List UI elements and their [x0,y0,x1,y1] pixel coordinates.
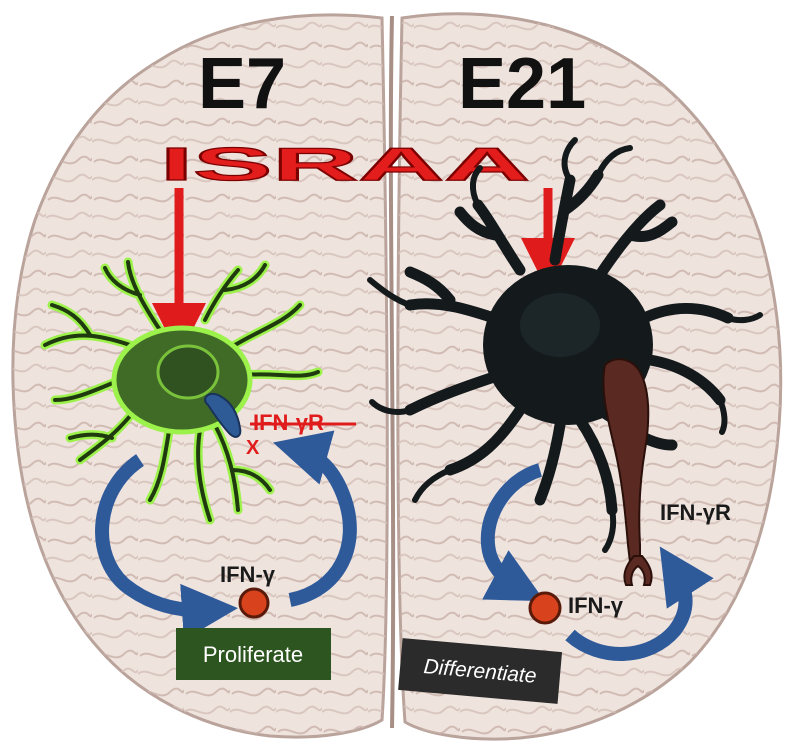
green-cell [40,257,323,525]
receptor-blocked-mark: X [246,437,260,459]
loop-arrow-left-down [95,454,238,640]
black-cell-nucleus [520,293,600,357]
differentiate-box: Differentiate [398,638,563,704]
stage-label-e7: E7 [198,44,286,124]
proliferate-label: Proliferate [203,642,303,667]
receptor-ifn-gamma [602,358,653,586]
ifn-gamma-label-left: IFN-γ [220,562,276,587]
ifn-gamma-ligand-right [528,591,562,625]
black-cell [367,137,763,553]
ifn-gamma-label-right: IFN-γ [568,593,624,618]
ifn-gamma-ligand-left [238,587,270,619]
receptor-label: IFN-γR [660,500,731,525]
green-cell-nucleus [156,344,220,400]
loop-arrow-left-up [273,430,357,607]
loop-arrow-right-up [565,546,714,661]
proliferate-box: Proliferate [176,628,331,680]
israa-banner: ISRAA [160,138,530,190]
stage-label-e21: E21 [458,44,586,124]
loop-arrow-right-down [480,463,545,602]
blocked-receptor [204,392,242,438]
longitudinal-fissure [388,15,396,729]
